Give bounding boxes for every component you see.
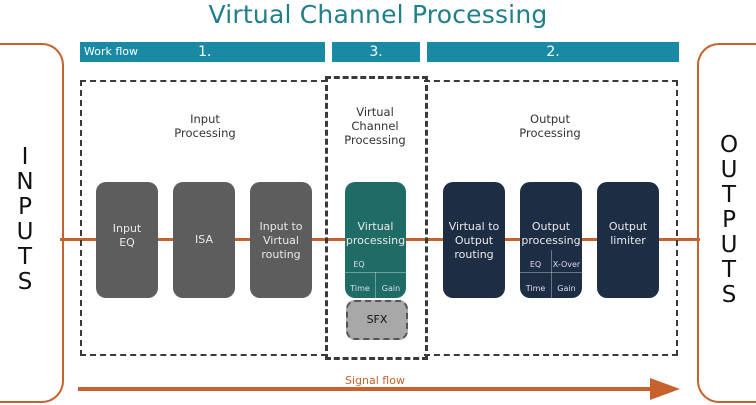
- divider: [551, 250, 552, 298]
- sfx-block: SFX: [346, 300, 408, 340]
- isa-block: ISA: [173, 182, 235, 298]
- inputs-letter: U: [16, 219, 34, 245]
- output-time-label: Time: [525, 284, 546, 293]
- inputs-letter: S: [17, 269, 33, 295]
- virtual-processing-region: [325, 76, 428, 360]
- outputs-letter: S: [721, 282, 737, 308]
- inputs-label: I N P U T S: [10, 145, 40, 295]
- workflow-bar-input: Work flow 1.: [80, 42, 325, 62]
- inputs-letter: I: [21, 144, 29, 170]
- outputs-label: O U T P U T S: [714, 133, 744, 308]
- virtual-to-output-label: Virtual to Output routing: [448, 220, 500, 261]
- signal-flow-arrow-shaft: [78, 387, 653, 391]
- output-processing-block: Output processing EQ X-Over Time Gain: [520, 182, 582, 298]
- output-limiter-block: Output limiter: [597, 182, 659, 298]
- output-gain-label: Gain: [557, 284, 576, 293]
- workflow-step-1: 1.: [198, 44, 212, 60]
- virtual-time-label: Time: [350, 284, 370, 293]
- input-to-virtual-block: Input to Virtual routing: [250, 182, 312, 298]
- output-processing-region: [424, 80, 678, 356]
- inputs-letter: N: [16, 169, 34, 195]
- input-processing-label: Input Processing: [174, 112, 236, 140]
- isa-label: ISA: [195, 233, 213, 246]
- input-processing-region: [80, 80, 327, 356]
- outputs-letter: O: [719, 132, 739, 158]
- signal-flow-arrow-head: [650, 378, 680, 400]
- workflow-step-3: 3.: [332, 42, 420, 62]
- signal-flow-label: Signal flow: [345, 374, 405, 387]
- inputs-letter: T: [17, 244, 33, 270]
- outputs-letter: T: [721, 257, 737, 283]
- outputs-letter: U: [720, 232, 738, 258]
- inputs-letter: P: [18, 194, 32, 220]
- output-eq-label: EQ: [529, 260, 542, 269]
- virtual-gain-label: Gain: [381, 284, 401, 293]
- output-processing-label: Output Processing: [519, 112, 581, 140]
- virtual-processing-label: Virtual Channel Processing: [344, 105, 406, 147]
- divider: [375, 272, 376, 298]
- diagram-title: Virtual Channel Processing: [208, 0, 548, 29]
- outputs-letter: T: [721, 182, 737, 208]
- outputs-letter: P: [722, 207, 736, 233]
- output-xover-label: X-Over: [552, 260, 581, 269]
- divider: [520, 272, 582, 273]
- virtual-eq-label: EQ: [353, 260, 365, 269]
- divider: [345, 272, 406, 273]
- virtual-processing-block: Virtual processing EQ Time Gain: [345, 182, 406, 298]
- workflow-step-2: 2.: [427, 42, 679, 62]
- input-to-virtual-label: Input to Virtual routing: [259, 220, 303, 261]
- output-limiter-label: Output limiter: [608, 220, 648, 247]
- virtual-processing-label: Virtual processing: [345, 220, 406, 247]
- input-eq-label: Input EQ: [112, 222, 142, 249]
- outputs-box: O U T P U T S: [697, 43, 756, 403]
- output-processing-label: Output processing: [521, 220, 581, 247]
- inputs-box: I N P U T S: [0, 43, 64, 403]
- virtual-to-output-block: Virtual to Output routing: [443, 182, 505, 298]
- input-eq-block: Input EQ: [96, 182, 158, 298]
- workflow-label: Work flow: [84, 45, 139, 58]
- outputs-letter: U: [720, 157, 738, 183]
